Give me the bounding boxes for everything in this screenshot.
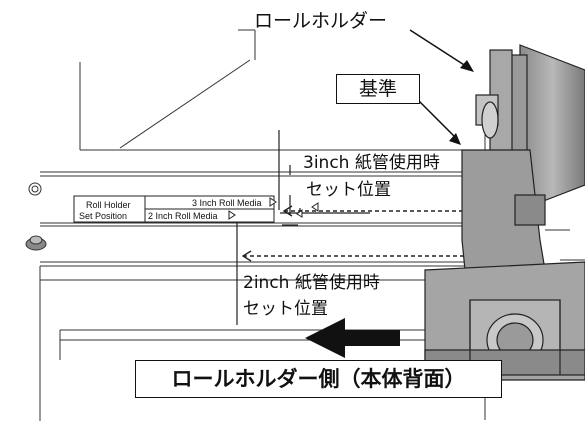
direction-arrow-icon — [305, 318, 400, 358]
arrow-head-icon — [449, 133, 461, 145]
plate-title-line2: Set Position — [79, 211, 128, 221]
set-position-plate — [73, 195, 275, 223]
set-3inch-line1: 3inch 紙管使用時 — [303, 153, 440, 173]
triangle-marker-icon — [228, 210, 236, 220]
plate-row-2inch: 2 Inch Roll Media — [148, 211, 218, 221]
triangle-marker-icon — [296, 208, 303, 218]
screw-icon — [25, 235, 47, 251]
arrow-head-icon — [282, 205, 293, 217]
arrow-head-icon — [241, 250, 252, 262]
roll-holder-callout: ロールホルダー — [254, 10, 388, 32]
set-2inch-line1: 2inch 紙管使用時 — [243, 273, 380, 293]
arrow-head-icon — [460, 60, 474, 72]
triangle-marker-icon — [269, 197, 277, 207]
set-2inch-line2: セット位置 — [243, 299, 328, 319]
roll-holder-illustration — [424, 44, 585, 381]
plate-row-3inch: 3 Inch Roll Media — [192, 198, 262, 208]
reference-callout: 基準 — [336, 74, 420, 104]
plate-title-line1: Roll Holder — [86, 200, 131, 210]
leader-lines — [409, 29, 473, 141]
set-3inch-line2: セット位置 — [306, 180, 391, 200]
screw-icon — [28, 182, 42, 196]
direction-label: ロールホルダー側（本体背面） — [135, 360, 502, 398]
guide-arrow-3inch — [284, 170, 469, 212]
triangle-marker-icon — [311, 202, 319, 212]
reference-scale — [236, 130, 370, 325]
